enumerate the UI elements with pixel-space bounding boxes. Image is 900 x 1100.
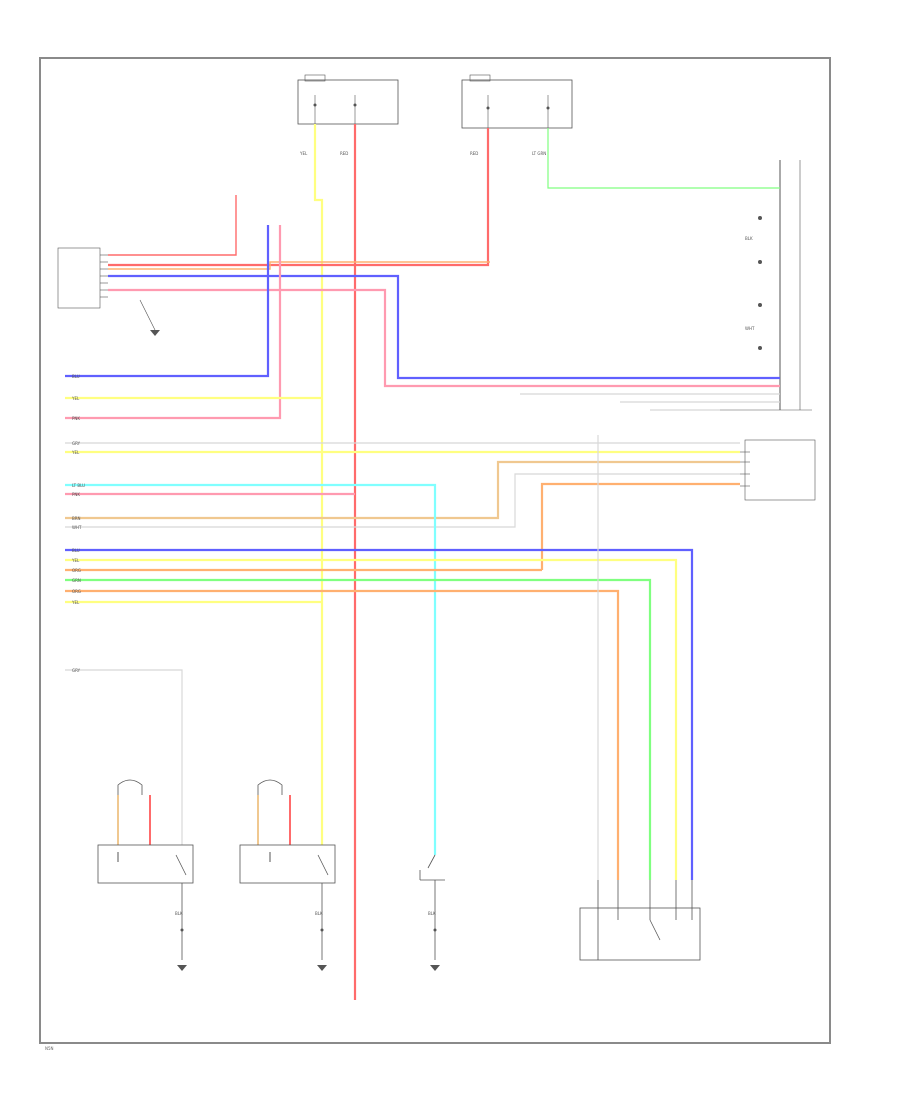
top-fuse-box-right [461,74,573,129]
label-pnk-short: PNK [72,492,80,497]
label-ltblu: LT BLU [72,483,85,488]
label-brn: BRN [72,516,81,521]
wires [65,124,780,1000]
left-module-connector [57,247,160,336]
top-fuse-box-left [297,74,399,125]
label-blk-sw3: BLK [428,911,436,916]
wire-pink-left-short [65,225,282,420]
label-yel-top: YEL [299,151,308,156]
label-ltgrn-top: LT GRN [532,151,546,156]
wire-yellow-lower [65,558,678,880]
wire-tan-bus [65,460,740,520]
switch-left [97,779,194,971]
label-org-lower-2: ORG [72,589,81,594]
label-blu-left: BLU [72,374,80,379]
wire-green-lower [65,578,652,880]
wire-blue-cu [108,274,780,380]
wire-orange-bus [540,482,740,570]
label-yel-lower-2: YEL [71,600,80,605]
wire-orange-left [108,261,490,270]
label-wht-cu: WHT [745,326,755,331]
label-wht: WHT [72,525,82,530]
wire-gray-switch-1 [65,669,183,845]
switch-cyan [419,854,445,971]
switch-middle [239,779,336,971]
label-grn-lower: GRN [72,578,81,583]
label-yel-bus: YEL [71,450,80,455]
label-org-lower: ORG [72,568,81,573]
wire-blue-left-short [65,225,270,378]
wire-blue-lower [65,548,694,880]
label-red-right: RED [470,151,478,156]
label-gry-bus: GRY [72,441,81,446]
wire-gray-bus-2 [65,473,740,528]
right-control-unit [720,160,812,411]
label-yel-lower: YEL [71,558,80,563]
footer-code: N5N [45,1046,54,1051]
label-blk-sw1: BLK [175,911,183,916]
diagram-frame [39,57,831,1044]
label-red-top: RED [340,151,348,156]
wire-red-right-fuse [108,128,490,267]
wire-labels: YEL RED RED LT GRN BLU YEL PNK GRY YEL L… [71,151,755,916]
label-blk-sw2: BLK [315,911,323,916]
wire-yellow-main [313,124,324,845]
right-mid-module [740,439,816,501]
wire-green-top [547,128,780,189]
wire-red-topleft [108,195,237,256]
label-blk-cu: BLK [745,236,753,241]
switch-right-multi [579,880,701,961]
label-blu-lower: BLU [72,548,80,553]
label-yel-left: YEL [71,396,80,401]
wire-pink-cu [108,288,780,388]
label-gry-switch: GRY [72,668,81,673]
label-pnk-left: PNK [72,416,80,421]
wire-cyan [65,483,437,855]
wire-orange-lower-2 [65,589,620,880]
